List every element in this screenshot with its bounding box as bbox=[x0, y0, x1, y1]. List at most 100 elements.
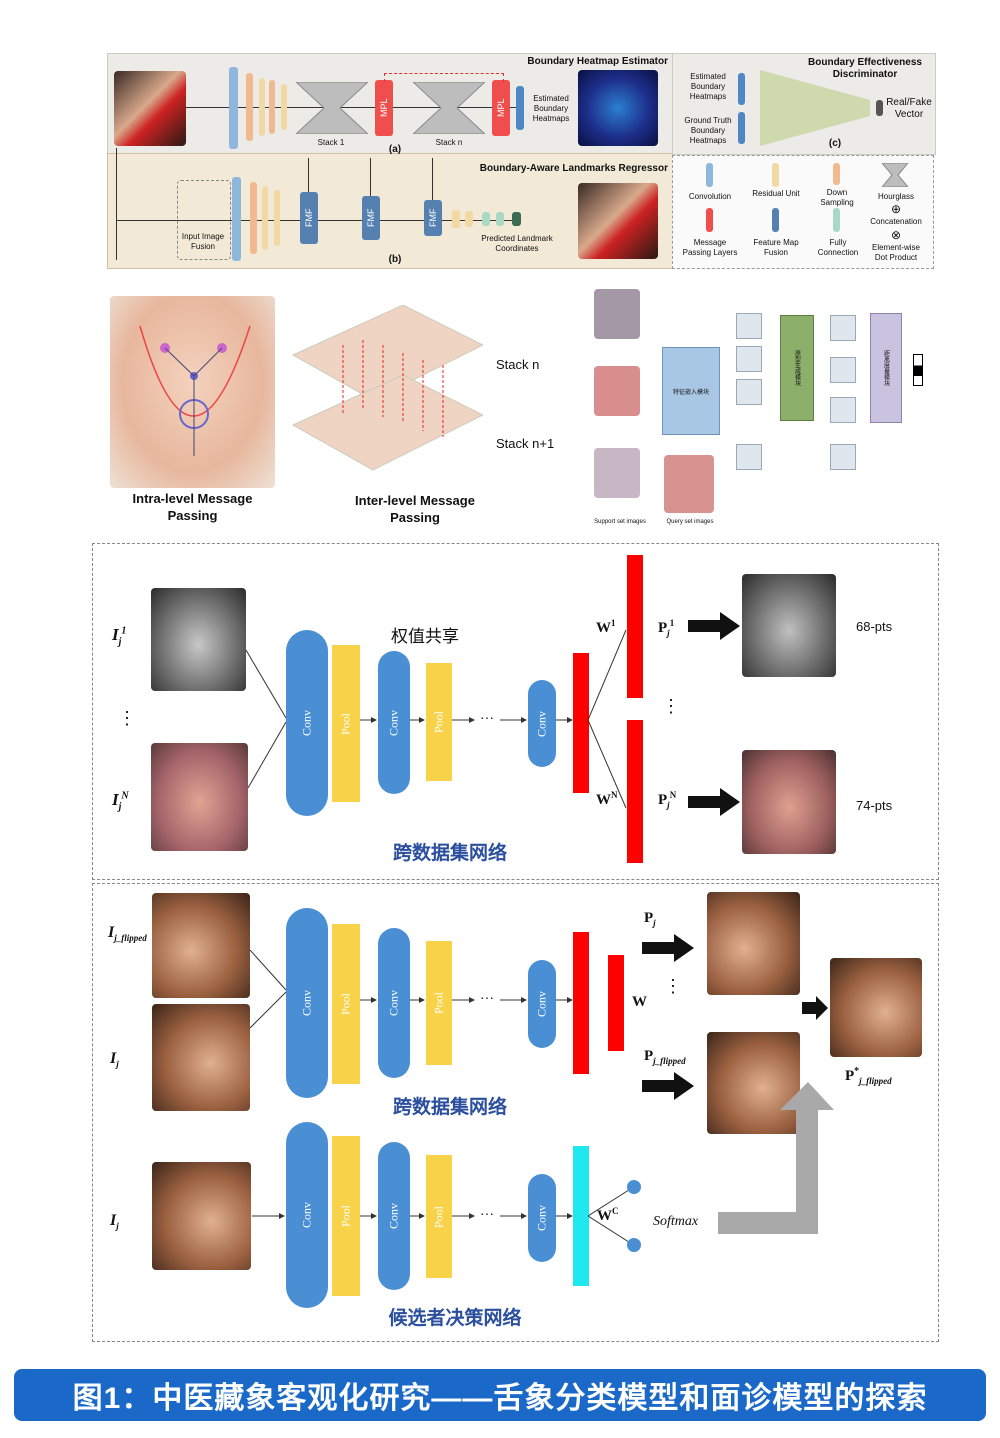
intra-level-graph bbox=[110, 296, 275, 488]
legend-residual: Residual Unit bbox=[752, 189, 800, 199]
forward-arrows bbox=[328, 994, 578, 1006]
stackn-label: Stack n bbox=[424, 138, 474, 147]
legend-fmf: Feature Map Fusion bbox=[748, 238, 804, 258]
wc-label: WC bbox=[597, 1206, 619, 1225]
wN-label: WN bbox=[596, 790, 618, 809]
residual-block bbox=[281, 84, 287, 130]
mpl-block: MPL bbox=[375, 80, 393, 136]
legend-concatenation: Concatenation bbox=[866, 217, 926, 227]
residual-block bbox=[452, 210, 460, 228]
pts68-label: 68-pts bbox=[856, 619, 892, 634]
query-set-label: Query set images bbox=[660, 519, 720, 525]
forward-arrows bbox=[250, 1210, 580, 1222]
fc-block bbox=[496, 212, 504, 226]
conv-block bbox=[229, 67, 238, 149]
legend-mpl: Message Passing Layers bbox=[682, 238, 738, 258]
concatenation-icon: ⊕ bbox=[889, 202, 903, 216]
boundary-heatmap-image bbox=[578, 70, 658, 146]
embedding-module: 特征嵌入模块 bbox=[662, 347, 720, 435]
thick-arrow-icon bbox=[688, 612, 740, 640]
conv-layer: Conv bbox=[286, 908, 328, 1098]
down-sampling-block bbox=[246, 73, 253, 141]
input-original-label: Ij bbox=[110, 1050, 119, 1069]
pN-label: PjN bbox=[658, 790, 676, 810]
candidate-decision-title: 候选者决策网络 bbox=[380, 1303, 530, 1330]
cross-dataset-title-2: 跨数据集网络 bbox=[380, 1092, 520, 1119]
disc-input1-block bbox=[738, 73, 745, 105]
feature-cube bbox=[736, 313, 762, 339]
fusion-label: Input Image Fusion bbox=[177, 232, 229, 252]
fmf-block: FMF bbox=[300, 192, 318, 244]
support-tongue-image bbox=[594, 366, 640, 416]
stack1-label: Stack 1 bbox=[306, 138, 356, 147]
final-output-face-image bbox=[830, 958, 922, 1057]
query-cube bbox=[830, 444, 856, 470]
pts74-label: 74-pts bbox=[856, 798, 892, 813]
w-label: W bbox=[632, 994, 647, 1011]
heatmap-output-block bbox=[516, 86, 524, 130]
thick-arrow-icon bbox=[642, 1072, 694, 1100]
conv-block bbox=[232, 177, 241, 261]
candidate-face-image bbox=[152, 1162, 251, 1270]
figure-caption: 图1：中医藏象客观化研究——舌象分类模型和面诊模型的探索 bbox=[14, 1369, 986, 1421]
vertical-ellipsis: ⋮ bbox=[662, 696, 680, 717]
shared-fc-layer bbox=[573, 653, 589, 793]
legend-fmf-swatch bbox=[772, 208, 779, 232]
output-pj-face-image bbox=[707, 892, 800, 995]
conv-layer: Conv bbox=[286, 630, 328, 816]
hourglass-stackn-icon bbox=[413, 82, 485, 134]
query-tongue-image bbox=[664, 455, 714, 513]
legend-fc: Fully Connection bbox=[812, 238, 864, 258]
mpl-skip-connection bbox=[384, 73, 504, 82]
flipped-face-image bbox=[152, 893, 250, 998]
dot-product-icon: ⊗ bbox=[889, 228, 903, 242]
output-block bbox=[512, 212, 521, 226]
inter-level-stack-diagram bbox=[283, 305, 483, 485]
output-68pts-face-image bbox=[742, 574, 836, 677]
stack-n-label: Stack n bbox=[496, 357, 556, 372]
feature-cube bbox=[736, 444, 762, 470]
down-sampling-block bbox=[269, 80, 275, 134]
p-star-flipped-label: P*j_flipped bbox=[845, 1066, 892, 1086]
fc-block bbox=[482, 212, 490, 226]
input-face-image bbox=[114, 71, 186, 146]
input-flipped-label: Ij_flipped bbox=[108, 924, 147, 943]
merge-arrow-icon bbox=[802, 996, 828, 1020]
prototype-cube bbox=[830, 397, 856, 423]
real-fake-label: Real/Fake Vector bbox=[884, 97, 934, 121]
discriminator-trapezoid bbox=[760, 70, 870, 146]
intra-level-label: Intra-level Message Passing bbox=[110, 490, 275, 524]
softmax-label: Softmax bbox=[653, 1214, 698, 1230]
down-sampling-block bbox=[250, 182, 257, 254]
panel-b-input-line bbox=[116, 148, 117, 260]
disc-input2-label: Ground Truth Boundary Heatmaps bbox=[680, 116, 736, 146]
panel-c-tag: (c) bbox=[820, 138, 850, 149]
shared-fc-layer bbox=[573, 932, 589, 1074]
color-face-image bbox=[151, 743, 248, 851]
residual-block bbox=[274, 190, 280, 246]
input-candidate-label: Ij bbox=[110, 1212, 119, 1231]
prototype-cube bbox=[830, 357, 856, 383]
legend-down-swatch bbox=[833, 163, 840, 185]
thick-arrow-icon bbox=[688, 788, 740, 816]
vertical-ellipsis: ⋮ bbox=[118, 708, 136, 729]
panel-b-tag: (b) bbox=[380, 254, 410, 265]
heatmap-to-fmf-line bbox=[308, 158, 309, 192]
grayscale-face-image bbox=[151, 588, 246, 691]
support-set-label: Support set images bbox=[585, 519, 655, 525]
w1-label: W1 bbox=[596, 618, 616, 637]
vertical-ellipsis: ⋮ bbox=[664, 976, 682, 997]
feature-cube bbox=[736, 379, 762, 405]
original-face-image bbox=[152, 1004, 250, 1111]
heatmap-to-fmf-line bbox=[432, 158, 433, 200]
residual-block bbox=[465, 211, 473, 227]
pj-label: Pj bbox=[644, 910, 656, 928]
stack-n1-label: Stack n+1 bbox=[496, 436, 566, 451]
output-74pts-face-image bbox=[742, 750, 836, 854]
head-fc-layer-N bbox=[627, 720, 643, 863]
candidate-fc-layer bbox=[573, 1146, 589, 1286]
predicted-landmarks-label: Predicted Landmark Coordinates bbox=[478, 234, 556, 254]
support-tongue-image bbox=[594, 448, 640, 498]
legend-dot-product: Element-wise Dot Product bbox=[866, 243, 926, 263]
weight-sharing-label: 权值共享 bbox=[380, 622, 470, 647]
